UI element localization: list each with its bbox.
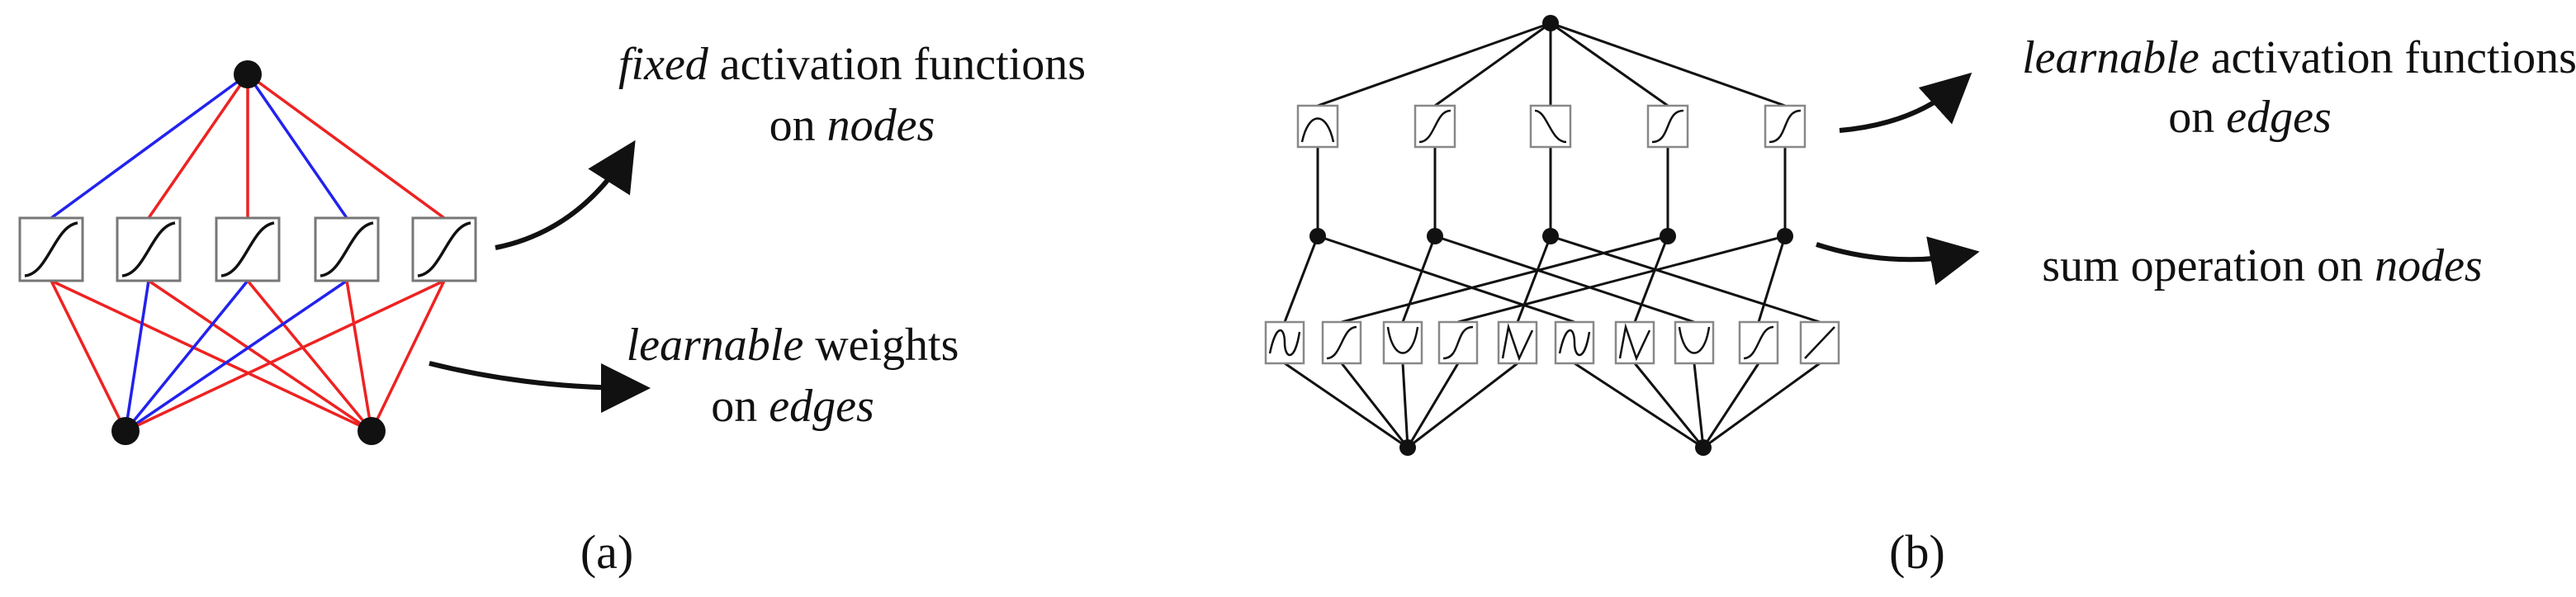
- weight-edge: [147, 73, 249, 219]
- mlp-output-edges: [50, 73, 446, 220]
- activation-curve-icon: [1618, 323, 1651, 362]
- sum-node: [1777, 228, 1793, 244]
- weight-edge: [246, 73, 348, 219]
- activation-curve-icon: [1418, 109, 1451, 144]
- fixed-activation-label-line2: on nodes: [769, 100, 935, 151]
- weight-edge: [50, 73, 249, 220]
- sum-node: [1427, 228, 1443, 244]
- edge-line: [1516, 235, 1552, 323]
- edge-line: [1407, 362, 1518, 449]
- activation-curve-icon: [1804, 326, 1835, 359]
- edge-line: [1284, 362, 1409, 449]
- weight-edge: [148, 279, 372, 433]
- learnable-weights-label-line2: on edges: [711, 381, 874, 432]
- weight-edge: [125, 279, 348, 433]
- activation-box: [1738, 320, 1779, 365]
- activation-curve-icon: [1769, 109, 1802, 144]
- edge-line: [1702, 362, 1821, 449]
- activation-curve-icon: [1268, 329, 1301, 357]
- activation-box: [1382, 320, 1423, 365]
- weight-edge: [370, 280, 446, 432]
- kan-edges: [1283, 21, 1821, 449]
- activation-box: [1674, 320, 1715, 365]
- sigmoid-curve-icon: [24, 221, 78, 277]
- sigmoid-curve-icon: [417, 221, 471, 277]
- panel-b: learnable activation functions on edges …: [1264, 15, 2576, 579]
- edge-line: [1341, 235, 1669, 324]
- activation-box: [1529, 104, 1572, 149]
- kan-nodes: [1309, 15, 1793, 456]
- edge-line: [1283, 235, 1319, 323]
- edge-line: [1317, 235, 1575, 324]
- panel-b-caption: (b): [1889, 525, 1945, 579]
- sum-operation-arrow: [1816, 236, 1980, 286]
- edge-line: [1633, 235, 1669, 323]
- sigmoid-curve-icon: [220, 221, 275, 277]
- edge-line: [1693, 362, 1705, 448]
- activation-box: [1296, 104, 1339, 149]
- weight-edge: [50, 280, 127, 432]
- edge-line: [1757, 235, 1787, 323]
- edge-line: [1457, 235, 1786, 324]
- input-node: [1399, 439, 1416, 456]
- learnable-activation-label-line2: on edges: [2168, 92, 2332, 143]
- output-node: [1542, 15, 1559, 31]
- activation-curve-icon: [1534, 109, 1567, 144]
- learnable-weights-label: learnable weights: [627, 320, 959, 371]
- edge-line: [1702, 362, 1760, 448]
- weight-edge: [124, 280, 150, 432]
- edge-line: [1401, 362, 1409, 448]
- edge-line: [1550, 235, 1821, 324]
- mlp-nodes: [111, 60, 386, 445]
- weight-edge: [50, 279, 372, 433]
- input-node: [1695, 439, 1712, 456]
- activation-curve-icon: [1678, 326, 1711, 354]
- fixed-activation-arrow: [495, 140, 636, 250]
- activation-curve-icon: [1326, 325, 1357, 360]
- edge-line: [1406, 362, 1460, 448]
- sum-node: [1660, 228, 1676, 244]
- learnable-activation-arrow: [1839, 72, 1972, 133]
- learnable-activation-label: learnable activation functions: [2022, 32, 2576, 83]
- activation-curve-icon: [1442, 325, 1474, 360]
- panel-a-caption: (a): [580, 525, 633, 579]
- weight-edge: [246, 73, 446, 220]
- output-node: [234, 60, 262, 88]
- edge-line: [1434, 235, 1695, 324]
- mlp-input-edges: [50, 279, 446, 433]
- activation-curve-icon: [1386, 326, 1419, 354]
- weight-edge: [345, 280, 373, 432]
- activation-box: [1614, 320, 1655, 365]
- edge-line: [1317, 21, 1551, 107]
- activation-curve-icon: [1558, 329, 1591, 357]
- sigmoid-curve-icon: [121, 221, 176, 277]
- edge-line: [1574, 362, 1704, 449]
- sum-node: [1309, 228, 1326, 244]
- activation-curve-icon: [1300, 117, 1335, 143]
- sum-node: [1542, 228, 1559, 244]
- activation-box: [1497, 320, 1538, 365]
- panel-a: fixed activation functions on nodes lear…: [18, 39, 1086, 579]
- edge-line: [1401, 235, 1437, 323]
- activation-curve-icon: [1743, 325, 1774, 360]
- weight-edge: [125, 279, 445, 433]
- activation-curve-icon: [1651, 109, 1684, 144]
- mlp-activation-boxes: [18, 216, 477, 282]
- weight-edge: [246, 279, 373, 433]
- input-node: [111, 417, 140, 445]
- edge-line: [1550, 21, 1786, 107]
- fixed-activation-label: fixed activation functions: [618, 39, 1086, 90]
- input-node: [358, 417, 386, 445]
- edge-line: [1434, 21, 1551, 107]
- weight-edge: [124, 279, 249, 433]
- sigmoid-curve-icon: [320, 221, 374, 277]
- sum-operation-label: sum operation on nodes: [2042, 240, 2482, 291]
- activation-curve-icon: [1501, 323, 1534, 362]
- edge-line: [1340, 362, 1409, 448]
- learnable-weights-arrow: [429, 361, 651, 413]
- kan-activation-boxes: [1264, 104, 1840, 365]
- edge-line: [1550, 21, 1669, 107]
- edge-line: [1633, 362, 1705, 448]
